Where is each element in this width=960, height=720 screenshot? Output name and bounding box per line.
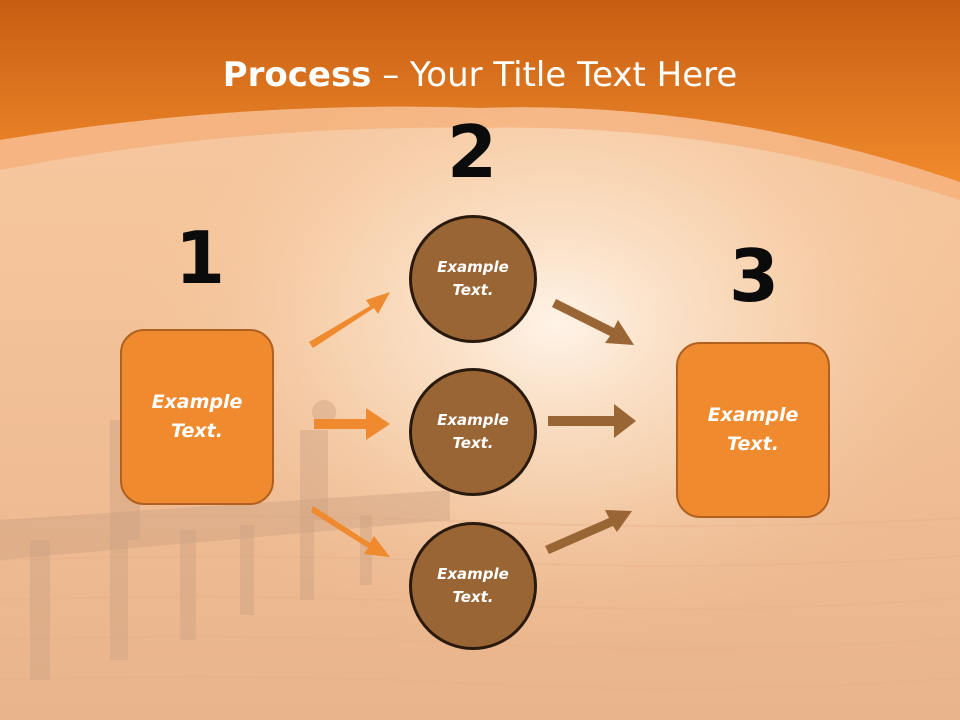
step-3-box: Example Text. — [676, 342, 830, 518]
title-rest: – Your Title Text Here — [371, 55, 738, 95]
circle-bottom: Example Text. — [409, 522, 537, 650]
step-number-3: 3 — [728, 234, 780, 318]
circle-top: Example Text. — [409, 215, 537, 343]
title-bold: Process — [222, 55, 372, 95]
step-1-box: Example Text. — [120, 329, 274, 505]
slide-title: Process – Your Title Text Here — [0, 52, 960, 98]
circle-middle: Example Text. — [409, 368, 537, 496]
step-number-1: 1 — [174, 216, 226, 300]
step-number-2: 2 — [446, 110, 498, 194]
